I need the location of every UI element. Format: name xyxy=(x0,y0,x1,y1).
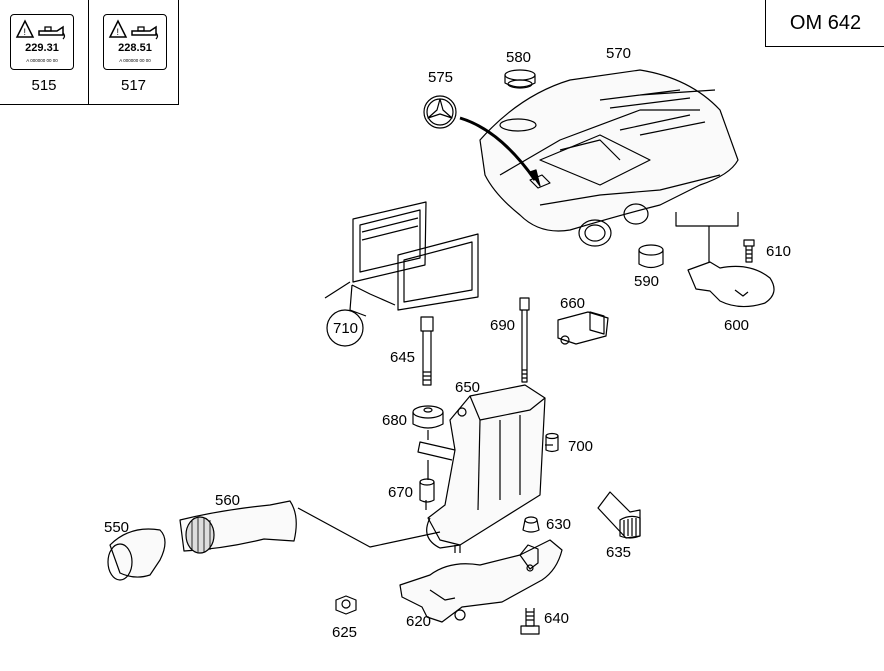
air-filter-housing-650 xyxy=(417,384,546,553)
oil-spec-part: A 000000 00 00 xyxy=(119,58,151,63)
emblem-arrow xyxy=(459,116,537,181)
engine-cover xyxy=(479,69,739,247)
callout-680: 680 xyxy=(382,412,407,429)
callout-circle-710 xyxy=(326,309,364,347)
callout-560: 560 xyxy=(215,492,240,509)
oil-label-box-515: ! 229.31 A 000000 00 00 515 xyxy=(0,0,89,105)
callout-625: 625 xyxy=(332,624,357,641)
spacer-700 xyxy=(545,432,559,453)
oil-label-box-517: ! 228.51 A 000000 00 00 517 xyxy=(88,0,179,105)
lower-bracket-620 xyxy=(399,539,563,623)
cover-leader xyxy=(675,212,739,227)
sensor-660 xyxy=(557,311,609,345)
callout-700: 700 xyxy=(568,438,593,455)
callout-650: 650 xyxy=(455,379,480,396)
rubber-630 xyxy=(522,516,540,533)
engine-code-title: OM 642 xyxy=(765,0,884,47)
rubber-mount-680 xyxy=(412,405,444,429)
star-emblem xyxy=(423,95,457,129)
bolt-610 xyxy=(743,239,755,263)
callout-635: 635 xyxy=(606,544,631,561)
callout-620: 620 xyxy=(406,613,431,630)
oil-spec-sticker: ! 228.51 A 000000 00 00 xyxy=(103,14,167,70)
callout-645: 645 xyxy=(390,349,415,366)
callout-610: 610 xyxy=(766,243,791,260)
intake-hose-560 xyxy=(179,500,297,554)
ref-number: 515 xyxy=(31,77,57,94)
grommet-580 xyxy=(504,69,536,89)
ref-number: 517 xyxy=(120,77,147,94)
callout-670: 670 xyxy=(388,484,413,501)
callout-590: 590 xyxy=(634,273,659,290)
bracket-635 xyxy=(597,491,641,539)
spacer-670 xyxy=(419,478,435,503)
rubber-mount-590 xyxy=(638,244,664,269)
svg-text:!: ! xyxy=(24,27,27,37)
oil-spec-value: 228.51 xyxy=(118,42,152,54)
air-filter-710 xyxy=(352,201,479,311)
svg-text:!: ! xyxy=(117,27,120,37)
callout-580: 580 xyxy=(506,49,531,66)
stack-leader xyxy=(425,430,429,510)
emblem-arrow-head xyxy=(529,169,541,187)
callout-640: 640 xyxy=(544,610,569,627)
callout-575: 575 xyxy=(428,69,453,86)
elbow-550 xyxy=(107,528,166,581)
bolt-640 xyxy=(520,608,540,635)
callout-630: 630 xyxy=(546,516,571,533)
callout-660: 660 xyxy=(560,295,585,312)
long-bolt-690 xyxy=(519,297,530,383)
oil-spec-value: 229.31 xyxy=(25,42,59,54)
bracket-600 xyxy=(687,261,775,308)
callout-690: 690 xyxy=(490,317,515,334)
hose-leader xyxy=(297,507,441,548)
oil-spec-sticker: ! 229.31 A 000000 00 00 xyxy=(10,14,74,70)
callout-710: 710 xyxy=(333,320,358,337)
callout-570: 570 xyxy=(606,45,631,62)
filter-leader xyxy=(324,281,396,317)
bolt-645 xyxy=(420,316,434,386)
oil-spec-part: A 000000 00 00 xyxy=(26,58,58,63)
callout-600: 600 xyxy=(724,317,749,334)
nut-625 xyxy=(335,595,357,615)
oil-warning-icon: ! xyxy=(108,19,159,40)
callout-labels: 580 570 575 610 590 600 710 660 690 645 … xyxy=(104,45,791,641)
oil-warning-icon: ! xyxy=(15,19,66,40)
callout-550: 550 xyxy=(104,519,129,536)
